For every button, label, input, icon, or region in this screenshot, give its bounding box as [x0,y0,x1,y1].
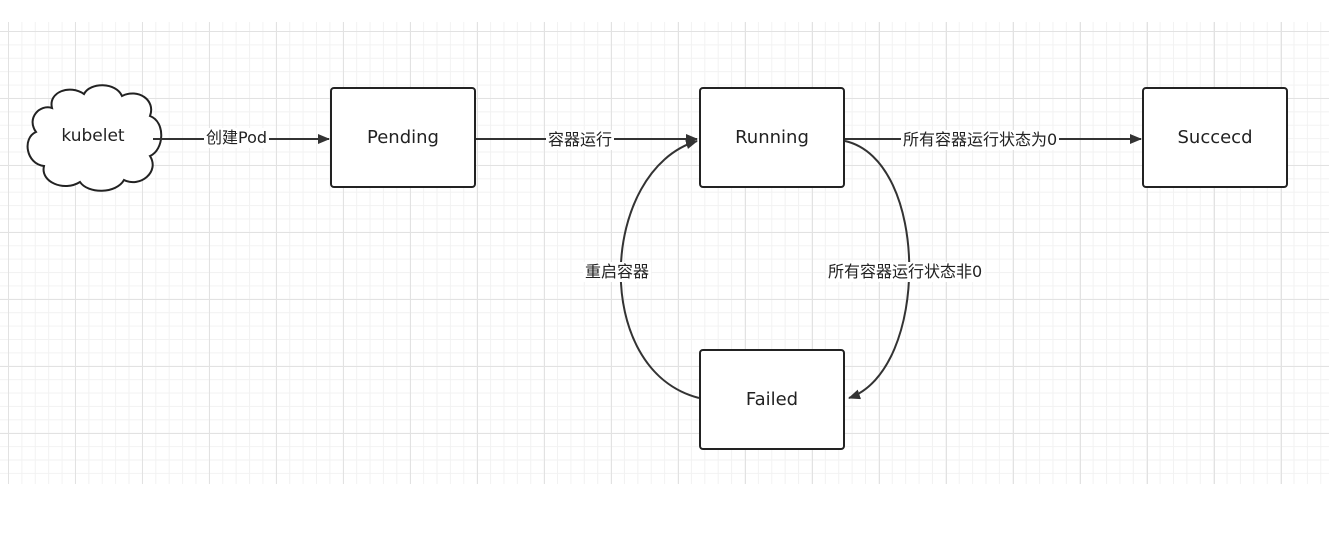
edge-label-restart-container: 重启容器 [583,262,652,282]
node-pending[interactable]: Pending [330,87,476,188]
edge-label-create-pod: 创建Pod [204,128,270,148]
grid-background [0,22,1329,484]
node-kubelet-label: kubelet [61,126,125,146]
node-pending-label: Pending [367,127,439,148]
edge-label-all-exit-zero: 所有容器运行状态为0 [901,130,1060,150]
node-running[interactable]: Running [699,87,845,188]
edge-label-all-exit-nonzero: 所有容器运行状态非0 [826,262,985,282]
node-succeed[interactable]: Succecd [1142,87,1288,188]
node-failed-label: Failed [745,389,799,410]
edge-label-container-running: 容器运行 [546,130,615,150]
node-succeed-label: Succecd [1177,127,1253,148]
node-running-label: Running [735,127,809,148]
node-failed[interactable]: Failed [699,349,845,450]
kubelet-cloud-shape [26,84,163,192]
